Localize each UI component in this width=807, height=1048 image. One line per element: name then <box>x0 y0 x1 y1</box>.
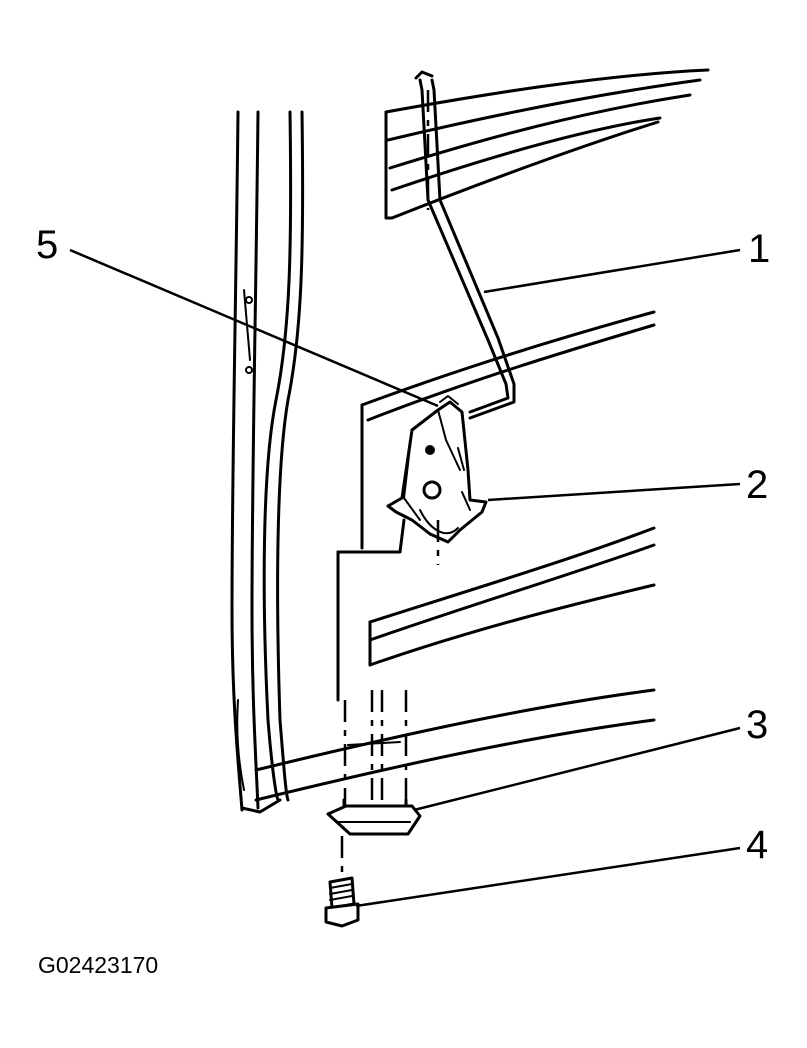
latch-assembly <box>386 395 488 565</box>
bolt <box>324 836 360 928</box>
callout-3: 3 <box>746 703 768 747</box>
door-pillar <box>230 110 305 814</box>
leader-5 <box>69 248 439 408</box>
callout-2: 2 <box>746 463 768 507</box>
leader-lines <box>69 248 741 908</box>
leader-3 <box>413 726 741 812</box>
figure-id: G02423170 <box>38 952 158 978</box>
door-inner-panel <box>254 310 656 802</box>
callout-5: 5 <box>36 223 58 267</box>
leader-4 <box>355 846 741 908</box>
latch-guide-bracket <box>326 690 422 836</box>
latch-rod <box>414 70 516 420</box>
callout-1: 1 <box>748 227 770 271</box>
leader-2 <box>487 482 741 502</box>
leader-1 <box>483 248 741 294</box>
callout-4: 4 <box>746 823 768 867</box>
